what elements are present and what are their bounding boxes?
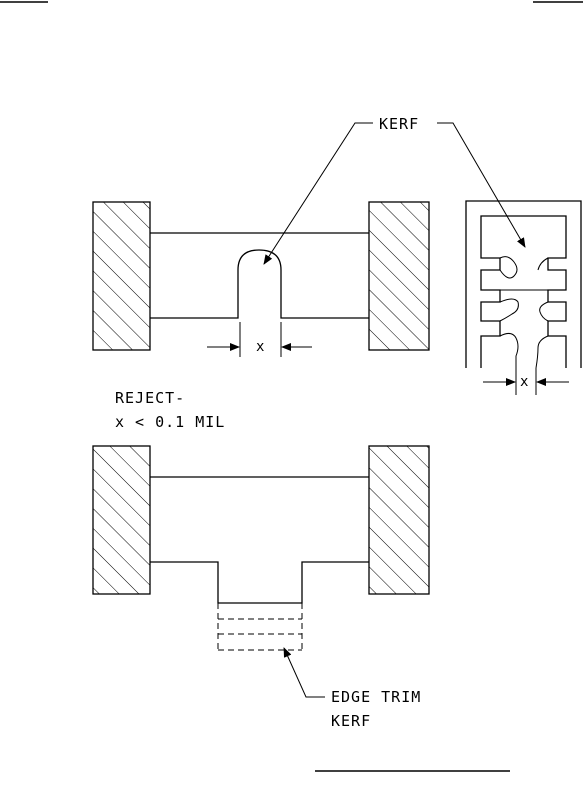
plunge-kerf-outline [150, 250, 369, 318]
edge-trim-kerf-dashed [218, 603, 302, 650]
right-terminal-hatched [369, 202, 429, 350]
serpentine-outer [466, 201, 581, 368]
right-terminal-hatched-2 [369, 446, 429, 594]
figure-serpentine-cut: x [466, 201, 581, 395]
left-terminal-hatched [93, 202, 150, 350]
edge-trim-label-line1: EDGE TRIM [331, 688, 421, 706]
edge-trim-outline [150, 562, 369, 603]
kerf-leader-left [264, 123, 373, 264]
dim-x-left: x [256, 339, 264, 355]
edge-trim-label-line2: KERF [331, 712, 371, 730]
edge-trim-leader [284, 648, 325, 697]
reject-label-line2: x < 0.1 MIL [115, 413, 225, 431]
serpentine-inner [481, 216, 566, 368]
kerf-label: KERF [379, 115, 419, 133]
figure-edge-trim: EDGE TRIM KERF [93, 446, 429, 730]
reject-label-line1: REJECT- [115, 389, 185, 407]
dim-x-right: x [520, 374, 528, 390]
figure-plunge-cut: x [93, 202, 429, 357]
left-terminal-hatched-2 [93, 446, 150, 594]
